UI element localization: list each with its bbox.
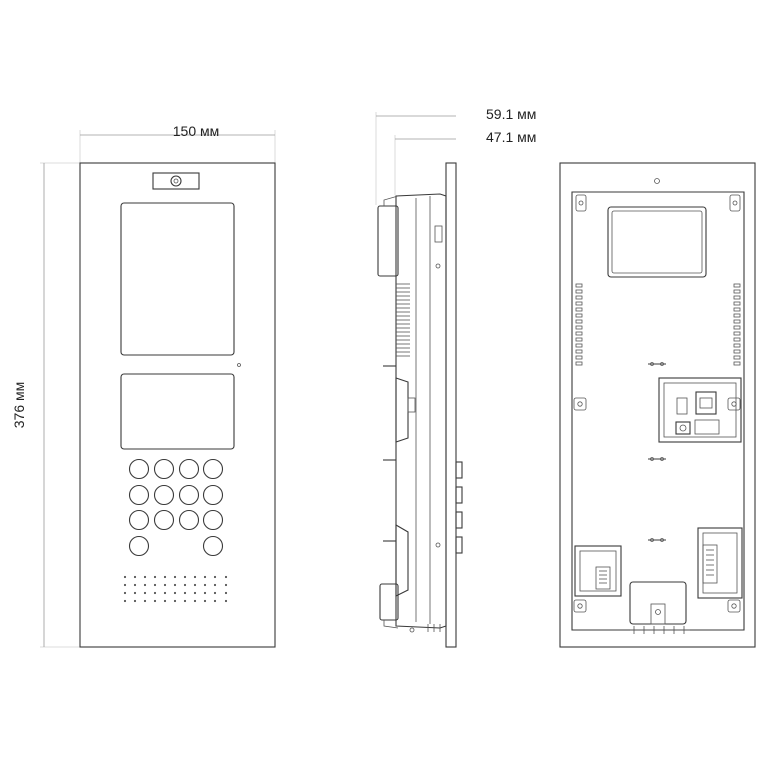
side-camera-block bbox=[377, 205, 399, 277]
keypad-button bbox=[128, 509, 150, 531]
keypad-button bbox=[128, 484, 150, 506]
back-clips bbox=[648, 362, 666, 542]
camera-lens-icon bbox=[170, 175, 182, 187]
back-vent-left bbox=[575, 283, 583, 366]
keypad-button bbox=[202, 535, 224, 557]
depth-total-dimension: 59.1 мм bbox=[375, 106, 536, 205]
side-button bbox=[455, 486, 463, 504]
keypad-button bbox=[202, 484, 224, 506]
camera-housing bbox=[152, 172, 200, 190]
back-view bbox=[559, 162, 756, 648]
height-label: 376 мм bbox=[11, 382, 27, 429]
keypad-button bbox=[178, 509, 200, 531]
keypad-button bbox=[178, 484, 200, 506]
side-view bbox=[377, 162, 463, 648]
front-view bbox=[79, 162, 276, 648]
side-button bbox=[455, 511, 463, 529]
side-button bbox=[455, 536, 463, 554]
side-front-plate bbox=[445, 162, 457, 648]
keypad-button bbox=[202, 458, 224, 480]
depth-total-label: 59.1 мм bbox=[486, 106, 536, 122]
light-sensor bbox=[237, 363, 241, 367]
keypad-button bbox=[178, 458, 200, 480]
keypad-button bbox=[128, 458, 150, 480]
front-panel bbox=[79, 162, 276, 648]
side-button bbox=[455, 461, 463, 479]
depth-body-label: 47.1 мм bbox=[486, 129, 536, 145]
side-latch bbox=[395, 377, 409, 443]
rj45-port bbox=[695, 391, 717, 415]
keypad bbox=[128, 458, 224, 557]
side-bottom-block bbox=[379, 583, 399, 621]
lower-display bbox=[120, 373, 235, 450]
back-connector-block bbox=[658, 377, 742, 443]
keypad-button bbox=[153, 458, 175, 480]
keypad-button bbox=[128, 535, 150, 557]
keypad-button bbox=[202, 509, 224, 531]
back-inner-frame bbox=[571, 191, 745, 631]
back-cable-entry bbox=[629, 581, 690, 634]
upper-display bbox=[120, 202, 235, 356]
depth-body-dimension: 47.1 мм bbox=[394, 129, 536, 195]
back-vent-right bbox=[733, 283, 741, 366]
width-label: 150 мм bbox=[173, 123, 220, 139]
side-body bbox=[395, 193, 447, 629]
speaker-grille bbox=[123, 575, 228, 603]
back-outer-frame bbox=[559, 162, 756, 648]
back-terminal-right bbox=[697, 527, 743, 599]
keypad-button bbox=[153, 484, 175, 506]
width-dimension: 150 мм bbox=[79, 123, 276, 163]
keypad-button bbox=[153, 509, 175, 531]
back-terminal-left bbox=[574, 545, 622, 597]
height-dimension: 376 мм bbox=[11, 162, 80, 648]
back-top-hole bbox=[654, 178, 660, 184]
side-vent-fins bbox=[396, 283, 410, 357]
back-screen-window bbox=[607, 206, 707, 278]
